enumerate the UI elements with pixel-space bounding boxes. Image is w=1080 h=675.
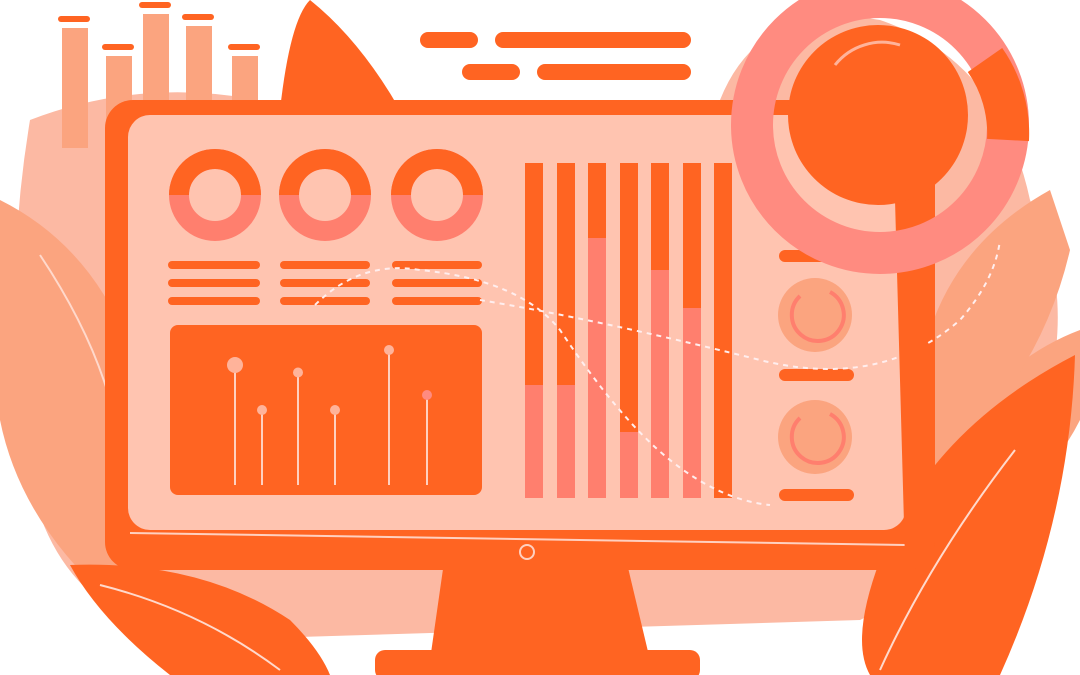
lollipop-dot (257, 405, 267, 415)
right-widgets (778, 250, 854, 501)
monitor-base (375, 650, 700, 675)
donut-segment (391, 149, 483, 196)
bar (588, 163, 606, 498)
leaf-bottom-left (70, 564, 330, 675)
decorative-bar-cap (228, 44, 260, 50)
dashed-trend-line (314, 239, 1001, 506)
stacked-bar-chart (525, 163, 732, 498)
bar-segment (588, 163, 606, 238)
bar-segment (683, 163, 701, 308)
lollipop-dot (293, 367, 303, 378)
decorative-bar-cap (139, 2, 171, 8)
bar-segment (620, 163, 638, 432)
lollipop-chart-panel (170, 325, 482, 495)
lollipop-dot (422, 390, 432, 400)
lollipop-dot (330, 405, 340, 415)
bar-segment (557, 163, 575, 385)
decorative-bar (143, 14, 169, 108)
donut-chart-group (169, 149, 483, 241)
lollipop-chart (227, 345, 432, 485)
bar-segment (714, 163, 732, 498)
decorative-bar-cap (182, 14, 214, 20)
leaf-vein (39, 254, 1016, 671)
lollipop-dot (384, 345, 394, 355)
decorative-lines (420, 32, 691, 80)
leaf-right-2 (930, 190, 1070, 470)
power-button[interactable] (519, 544, 535, 560)
lollipop-dot (227, 357, 243, 373)
magnifier-icon (731, 0, 1030, 560)
donut-segment (169, 149, 261, 196)
text-line-group (168, 261, 482, 305)
decorative-bar (186, 26, 212, 108)
bar-segment (651, 163, 669, 270)
decorative-bar-cap (102, 44, 134, 50)
donut-segment (279, 149, 371, 196)
monitor-stand (430, 555, 650, 660)
leaf-top (280, 0, 400, 110)
decorative-bar (232, 56, 258, 108)
monitor-bezel-line (129, 532, 906, 546)
bar-segment (525, 163, 543, 385)
decorative-bar (62, 28, 88, 148)
decorative-bar-cap (58, 16, 90, 22)
